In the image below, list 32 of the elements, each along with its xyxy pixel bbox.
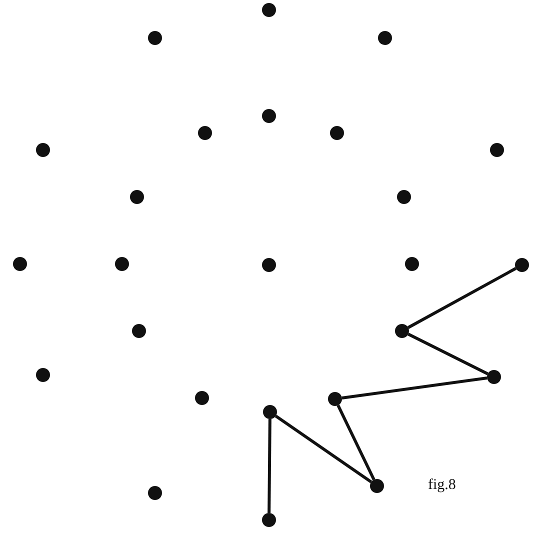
dot [262, 513, 276, 527]
dot [328, 392, 342, 406]
dot [395, 324, 409, 338]
dot [130, 190, 144, 204]
connector-line [408, 332, 488, 376]
dot [115, 257, 129, 271]
dot [148, 31, 162, 45]
connector-line [274, 414, 372, 484]
dot [13, 257, 27, 271]
dot [148, 486, 162, 500]
dot [378, 31, 392, 45]
connector-line [342, 376, 488, 400]
dot [262, 3, 276, 17]
dot [263, 405, 277, 419]
dot [330, 126, 344, 140]
dot [370, 479, 384, 493]
figure-number: fig.8 [428, 477, 456, 494]
dot [198, 126, 212, 140]
dot [36, 368, 50, 382]
connector-line [407, 267, 517, 329]
dot [262, 258, 276, 272]
connector-line [336, 404, 376, 480]
dot [262, 109, 276, 123]
dot [397, 190, 411, 204]
dot [36, 143, 50, 157]
dot [132, 324, 146, 338]
dot [515, 258, 529, 272]
connector-line [268, 418, 272, 514]
dot [195, 391, 209, 405]
dot [490, 143, 504, 157]
dot [405, 257, 419, 271]
dot [487, 370, 501, 384]
